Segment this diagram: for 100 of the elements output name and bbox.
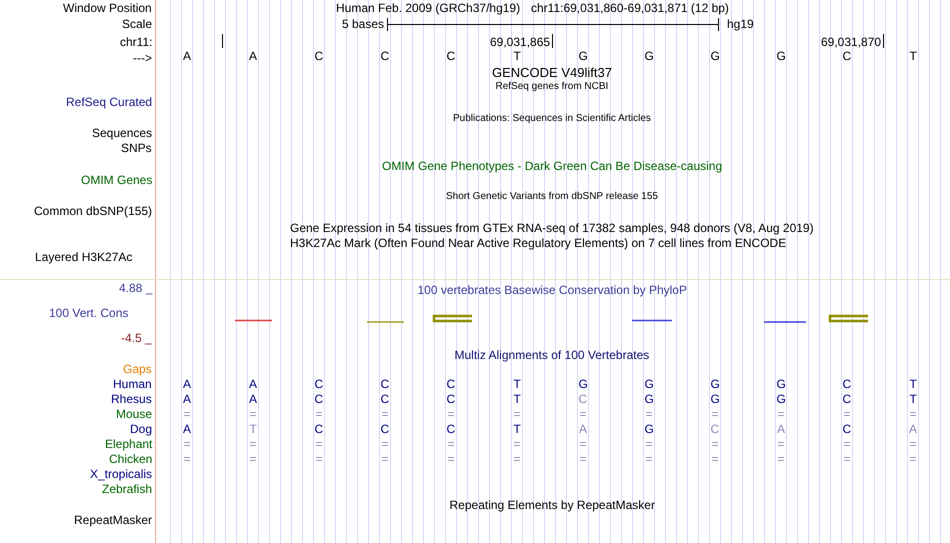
base-letter: G xyxy=(644,392,654,406)
species-label: Zebrafish xyxy=(102,482,152,496)
track-title: GENCODE V49lift37 xyxy=(492,66,612,80)
match-mark: = xyxy=(910,452,917,466)
base-letter: C xyxy=(446,422,456,436)
base-letter: G xyxy=(644,49,654,63)
base-letter: C xyxy=(446,49,456,63)
match-mark: = xyxy=(844,407,851,421)
match-mark: = xyxy=(844,452,851,466)
base-letter: A xyxy=(183,422,192,436)
base-letter: T xyxy=(250,422,257,436)
position-label: chr11:69,031,860-69,031,871 (12 bp) xyxy=(531,1,729,15)
base-letter: T xyxy=(514,422,521,436)
base-letter: C xyxy=(578,392,588,406)
track-title: RefSeq genes from NCBI xyxy=(496,80,608,94)
scale-label: hg19 xyxy=(727,17,754,31)
base-letter: T xyxy=(514,377,521,391)
base-letter: A xyxy=(249,49,258,63)
match-mark: = xyxy=(712,437,719,451)
base-letter: C xyxy=(446,392,456,406)
axis-value: 4.88 _ xyxy=(119,281,152,295)
base-letter: C xyxy=(842,49,852,63)
track-label: Layered H3K27Ac xyxy=(35,250,132,264)
base-letter: T xyxy=(514,392,521,406)
match-mark: = xyxy=(382,452,389,466)
match-mark: = xyxy=(778,452,785,466)
match-mark: = xyxy=(250,452,257,466)
base-letter: C xyxy=(710,422,720,436)
track-label: SNPs xyxy=(121,141,152,155)
base-letter: G xyxy=(776,392,786,406)
match-mark: = xyxy=(316,437,323,451)
base-letter: A xyxy=(183,49,192,63)
base-letter: G xyxy=(710,377,720,391)
base-letter: G xyxy=(776,49,786,63)
base-letter: C xyxy=(842,377,852,391)
match-mark: = xyxy=(778,407,785,421)
match-mark: = xyxy=(580,437,587,451)
species-label: Elephant xyxy=(105,437,152,451)
base-letter: C xyxy=(380,377,390,391)
species-label: Chicken xyxy=(109,452,152,466)
track-label: Scale xyxy=(122,17,152,31)
match-mark: = xyxy=(778,437,785,451)
base-letter: C xyxy=(314,377,324,391)
match-mark: = xyxy=(382,407,389,421)
species-label: Human xyxy=(113,377,152,391)
match-mark: = xyxy=(646,437,653,451)
assembly-label: Human Feb. 2009 (GRCh37/hg19) xyxy=(336,1,520,15)
track-label: Sequences xyxy=(92,126,152,140)
base-letter: T xyxy=(910,392,917,406)
match-mark: = xyxy=(184,407,191,421)
track-label: Window Position xyxy=(63,1,152,15)
base-letter: C xyxy=(380,392,390,406)
match-mark: = xyxy=(844,437,851,451)
track-label: RefSeq Curated xyxy=(66,95,152,109)
base-letter: G xyxy=(578,377,588,391)
track-label: chr11: xyxy=(120,35,152,49)
track-label: 100 Vert. Cons xyxy=(49,306,128,320)
base-letter: C xyxy=(380,49,390,63)
track-label: ---> xyxy=(133,51,152,65)
track-title: Repeating Elements by RepeatMasker xyxy=(450,498,655,512)
match-mark: = xyxy=(316,452,323,466)
base-letter: C xyxy=(314,49,324,63)
track-title: Publications: Sequences in Scientific Articles xyxy=(453,112,651,126)
base-letter: G xyxy=(644,422,654,436)
base-letter: G xyxy=(710,392,720,406)
base-letter: A xyxy=(579,422,588,436)
species-label: Rhesus xyxy=(111,392,152,406)
base-letter: G xyxy=(644,377,654,391)
match-mark: = xyxy=(910,407,917,421)
track-title: Gene Expression in 54 tissues from GTEx RNA-seq of 17382 samples, 948 donors (V8, Aug 2019) xyxy=(290,221,814,235)
match-mark: = xyxy=(712,452,719,466)
base-letter: A xyxy=(249,392,258,406)
match-mark: = xyxy=(184,437,191,451)
base-letter: G xyxy=(776,377,786,391)
match-mark: = xyxy=(646,452,653,466)
base-letter: A xyxy=(183,392,192,406)
match-mark: = xyxy=(514,437,521,451)
match-mark: = xyxy=(712,407,719,421)
base-letter: C xyxy=(380,422,390,436)
base-letter: A xyxy=(183,377,192,391)
match-mark: = xyxy=(514,452,521,466)
match-mark: = xyxy=(250,407,257,421)
match-mark: = xyxy=(910,437,917,451)
coordinate-label: 69,031,870 xyxy=(821,35,882,49)
match-mark: = xyxy=(580,452,587,466)
track-title: 100 vertebrates Basewise Conservation by PhyloP xyxy=(418,283,687,297)
track-title: OMIM Gene Phenotypes - Dark Green Can Be Disease-causing xyxy=(382,159,722,173)
base-letter: C xyxy=(842,422,852,436)
track-label: RepeatMasker xyxy=(74,513,152,527)
track-label: OMIM Genes xyxy=(81,173,152,187)
base-letter: A xyxy=(777,422,786,436)
coordinate-label: 69,031,865 xyxy=(490,35,550,49)
species-label: Dog xyxy=(130,422,152,436)
species-label: X_tropicalis xyxy=(90,467,152,481)
base-letter: C xyxy=(314,422,324,436)
match-mark: = xyxy=(316,407,323,421)
base-letter: C xyxy=(842,392,852,406)
base-letter: G xyxy=(578,49,588,63)
scale-label: 5 bases xyxy=(342,17,384,31)
track-title: Short Genetic Variants from dbSNP release 155 xyxy=(446,190,658,204)
